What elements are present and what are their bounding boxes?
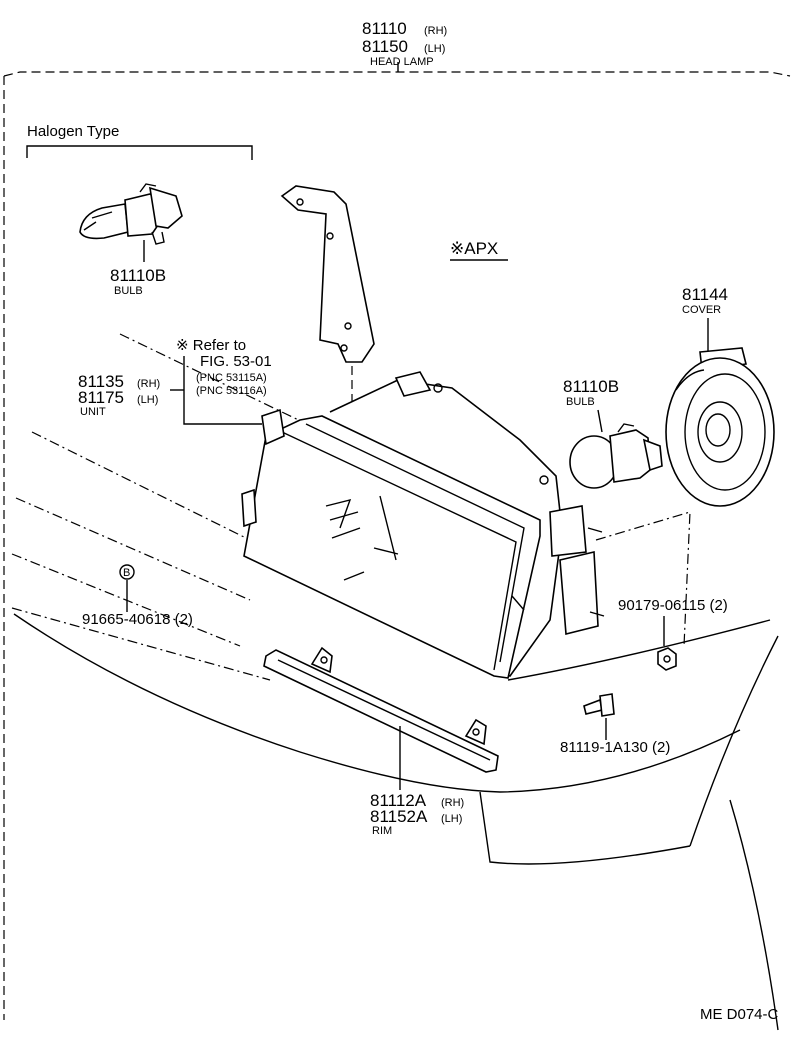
screw-b-marker: B [123,567,130,579]
nut: 90179-06115 (2) [618,597,728,671]
rim-rh: (RH) [441,797,464,809]
screw-b: B 91665-40618 (2) [82,564,193,628]
bolt: 81119-1A130 (2) [560,693,670,756]
rim-name: RIM [372,825,392,837]
nut-icon [657,647,677,671]
unit-rh: (RH) [137,378,160,390]
headlamp-unit [241,371,605,679]
assembly-frame [3,62,791,1020]
apx-text: ※APX [450,239,498,258]
refer-pnc2: (PNC 53116A) [196,385,267,397]
refer-pnc1: (PNC 53115A) [196,372,267,384]
head-lamp-name: HEAD LAMP [370,56,434,68]
head-lamp-rh: (RH) [424,25,447,37]
cover-section: 81144 COVER [665,285,775,507]
unit-part-lh: 81175 [78,388,124,407]
unit-label: 81135 (RH) 81175 (LH) UNIT [78,372,184,418]
apx-label: ※APX [450,239,508,261]
unit-part-rh: 81135 [78,372,124,391]
refer-callout: ※ Refer to FIG. 53-01 (PNC 53115A) (PNC … [176,337,272,425]
rim-section: 81112A (RH) 81152A (LH) RIM [263,646,499,837]
unit-lh: (LH) [137,394,158,406]
body-outline [11,333,779,1031]
bulb-right-name: BULB [566,396,595,408]
halogen-bulb-icon [79,183,183,245]
head-lamp-part-rh: 81110 [362,19,407,38]
refer-line2: FIG. 53-01 [200,353,272,370]
cover-name: COVER [682,304,721,316]
head-lamp-label: 81110 (RH) 81150 (LH) HEAD LAMP [362,19,447,68]
halogen-bulb-name: BULB [114,285,143,297]
rim-icon [263,646,499,773]
halogen-type-label: Halogen Type [27,123,119,140]
head-lamp-part-lh: 81150 [362,37,408,56]
rim-part-lh: 81152A [370,807,428,826]
cover-icon [665,347,775,507]
screw-b-marker-icon [119,564,135,580]
halogen-bulb-part: 81110B [110,266,166,285]
cover-part: 81144 [682,285,728,304]
unit-name: UNIT [80,406,106,418]
head-lamp-lh: (LH) [424,43,445,55]
screw-b-part: 91665-40618 (2) [82,611,193,628]
bolt-part: 81119-1A130 (2) [560,739,670,756]
bulb-right-icon [569,423,663,489]
mounting-bracket [280,185,375,404]
bolt-icon [583,693,615,717]
bulb-right-part: 81110B [563,377,619,396]
rim-part-rh: 81112A [370,791,427,810]
halogen-type-section: Halogen Type 81110B BULB [26,123,253,297]
rim-lh: (LH) [441,813,462,825]
figure-code: ME D074-C [700,1006,779,1023]
refer-line1: ※ Refer to [176,337,246,354]
bulb-right-section: 81110B BULB [563,377,663,489]
nut-part: 90179-06115 (2) [618,597,728,614]
